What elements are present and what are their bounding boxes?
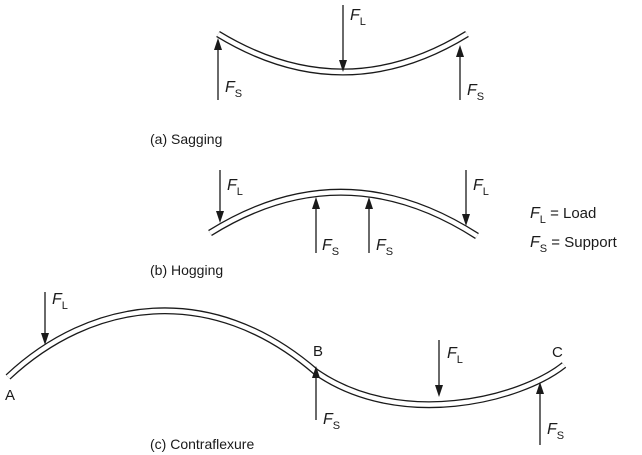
contraflexure-caption: (c) Contraflexure [150, 436, 254, 452]
contraflexure-figure: FL FL FS FS A B C (c) Contraflexur [5, 291, 567, 452]
point-a-label: A [5, 387, 15, 404]
hogging-right-support-label: FS [376, 237, 393, 258]
legend-load: FL = Load [530, 205, 596, 226]
sagging-load-arrow [339, 5, 347, 72]
contraflexure-right-load-label: FL [447, 345, 463, 366]
sagging-right-support-arrow [456, 45, 464, 100]
contraflexure-left-load-arrow [41, 292, 49, 345]
hogging-left-support-label: FS [322, 237, 339, 258]
hogging-left-load-label: FL [227, 177, 243, 198]
contraflexure-c-support-label: FS [547, 421, 564, 442]
hogging-caption: (b) Hogging [150, 262, 223, 278]
contraflexure-c-support-arrow [536, 382, 544, 445]
sagging-load-label: FL [350, 7, 366, 28]
sagging-left-support-label: FS [225, 79, 242, 100]
hogging-right-load-label: FL [473, 177, 489, 198]
sagging-left-support-arrow [214, 38, 222, 100]
point-b-label: B [313, 343, 323, 360]
sagging-caption: (a) Sagging [150, 131, 222, 147]
hogging-right-support-arrow [365, 197, 373, 253]
contraflexure-left-load-label: FL [52, 291, 68, 312]
contraflexure-right-load-arrow [435, 340, 443, 397]
hogging-right-load-arrow [462, 170, 470, 226]
contraflexure-b-support-arrow [312, 366, 320, 420]
hogging-beam [208, 188, 479, 239]
hogging-figure: FL FL FS FS (b) Hogging [150, 170, 489, 278]
sagging-figure: FL FS FS (a) Sagging [150, 5, 484, 147]
hogging-left-support-arrow [312, 197, 320, 253]
sagging-beam [216, 31, 469, 76]
contraflexure-b-support-label: FS [323, 411, 340, 432]
hogging-left-load-arrow [216, 170, 224, 223]
legend-support: FS = Support [530, 234, 618, 255]
legend: FL = Load FS = Support [530, 205, 618, 255]
sagging-right-support-label: FS [467, 82, 484, 103]
contraflexure-beam [5, 307, 567, 409]
point-c-label: C [552, 344, 563, 361]
